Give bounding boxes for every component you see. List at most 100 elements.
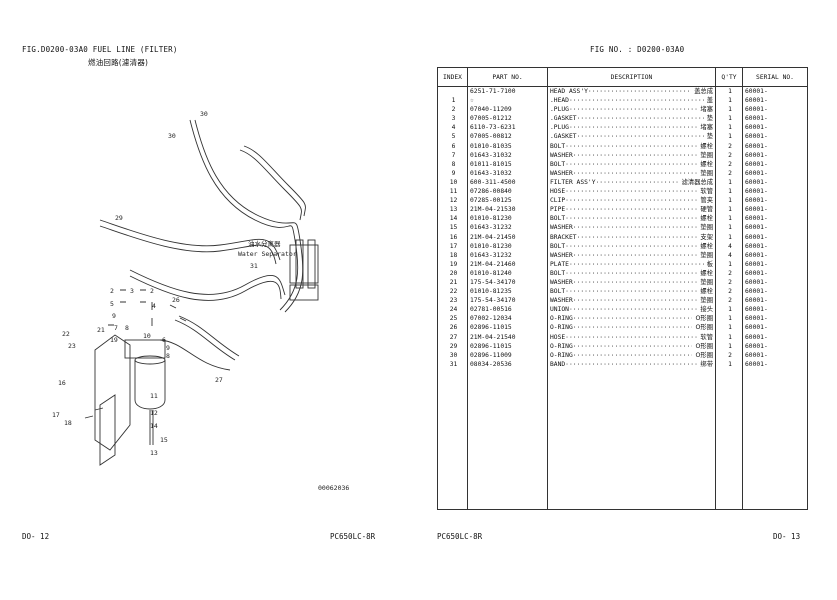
cell-part-no: 02896-11009 [467, 350, 548, 360]
cell-serial-no: 60001- [742, 214, 808, 224]
cell-index: 17 [449, 242, 458, 250]
header-part-no: PART NO. [467, 67, 548, 87]
description-cn: 管夹 [699, 196, 713, 206]
cell-index: 2 [451, 106, 456, 114]
cell-serial-no: 60001- [742, 341, 808, 351]
cell-serial-no: 60001- [742, 296, 808, 306]
cell-part-no: 6110-73-6231 [467, 123, 548, 133]
callout-13: 13 [150, 449, 158, 457]
callout-15: 15 [160, 436, 168, 444]
leader-dots: ········································… [572, 251, 697, 259]
cell-serial-no: 60001- [742, 123, 808, 133]
description-en: CLIP [550, 197, 566, 205]
leader-dots: ········································… [568, 106, 697, 114]
cell-part-no: 01011-81015 [467, 159, 548, 169]
parts-table-header: INDEX PART NO. DESCRIPTION Q'TY SERIAL N… [437, 67, 808, 87]
cell-part-no: 07005-00812 [467, 132, 548, 142]
cell-serial-no: 60001- [742, 187, 808, 197]
leader-dots: ········································… [565, 206, 698, 214]
leader-dots: ········································… [572, 151, 697, 159]
leader-dots: ········································… [568, 124, 697, 132]
cell-description: BOLT····································… [547, 141, 716, 151]
empty-cell [437, 368, 468, 510]
cell-description: HOSE····································… [547, 187, 716, 197]
leader-dots: ········································… [576, 115, 704, 123]
empty-cell [742, 368, 808, 510]
cell-description: WASHER··································… [547, 250, 716, 260]
description-cn: 垫圈 [699, 250, 713, 260]
cell-qty: 1 [715, 177, 743, 188]
leader-dots: ········································… [565, 242, 698, 250]
cell-qty: 2 [715, 268, 743, 278]
callout-4: 4 [152, 302, 156, 310]
callout-8b: 8 [166, 352, 170, 360]
description-en: .PLUG [550, 124, 569, 132]
leader-dots: ········································… [595, 178, 679, 186]
cell-qty: 2 [715, 277, 743, 288]
description-en: PLATE [550, 260, 569, 268]
leader-dots: ········································… [565, 333, 698, 341]
callout-2a: 2 [110, 287, 114, 295]
description-cn: O形圈 [694, 341, 713, 351]
cell-qty: 1 [715, 187, 743, 197]
description-cn: 垫圈 [699, 277, 713, 288]
header-qty: Q'TY [715, 67, 743, 87]
description-cn: 滤清器总成 [680, 177, 713, 188]
cell-serial-no: 60001- [742, 168, 808, 178]
cell-index: 18 [449, 251, 458, 259]
callout-10: 10 [143, 332, 151, 340]
cell-index: 21 [449, 278, 458, 286]
callout-14: 14 [150, 422, 158, 430]
leader-dots: ········································… [572, 278, 697, 286]
description-en: .GASKET [550, 133, 577, 141]
description-en: .HEAD [550, 97, 569, 105]
cell-description: WASHER··································… [547, 296, 716, 306]
description-cn: O形圈 [694, 323, 713, 333]
description-en: BOLT [550, 160, 566, 168]
cell-index: 6 [451, 142, 456, 150]
leader-dots: ········································… [568, 97, 704, 105]
cell-description: WASHER··································… [547, 150, 716, 160]
parts-row: 2 07040-11209.PLUG·······················… [438, 105, 808, 115]
leader-dots: ········································… [565, 215, 698, 223]
description-en: .PLUG [550, 106, 569, 114]
description-cn: 盖总成 [693, 87, 713, 97]
cell-part-no: 01643-31032 [467, 168, 548, 178]
leader-dots: ········································… [576, 233, 697, 241]
cell-serial-no: 60001- [742, 287, 808, 297]
callout-23: 23 [68, 342, 76, 350]
cell-part-no: 21M-04-21450 [467, 232, 548, 242]
cell-qty: 1 [715, 132, 743, 142]
description-en: .GASKET [550, 115, 577, 123]
cell-part-no: 02896-11015 [467, 341, 548, 351]
description-cn: O形圈 [694, 350, 713, 360]
description-en: WASHER [550, 278, 573, 286]
cell-description: BRACKET·································… [547, 232, 716, 242]
cell-part-no: 01643-31032 [467, 150, 548, 160]
cell-description: HOSE····································… [547, 332, 716, 342]
cell-index: 14 [449, 215, 458, 223]
cell-index [438, 87, 468, 97]
table-filler-row [437, 368, 808, 510]
cell-description: O-RING··································… [547, 341, 716, 351]
description-en: WASHER [550, 151, 573, 159]
cell-serial-no: 60001- [742, 241, 808, 251]
drawing-number: 00062036 [318, 484, 349, 492]
cell-part-no: 07040-11209 [467, 105, 548, 115]
cell-index: 26 [449, 324, 458, 332]
description-en: O-RING [550, 324, 573, 332]
cell-serial-no: 60001- [742, 86, 808, 97]
cell-qty: 1 [715, 86, 743, 97]
cell-serial-no: 60001- [742, 114, 808, 124]
